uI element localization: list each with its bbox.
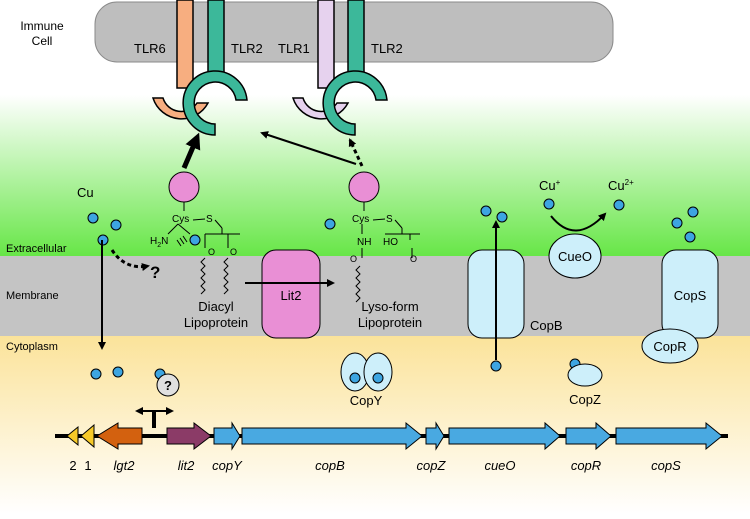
gene-lit2	[166, 421, 212, 451]
tlr2-left-label: TLR2	[231, 41, 263, 56]
gene-copS	[615, 421, 723, 451]
cueo-label: CueO	[558, 249, 592, 264]
gene-lgt2	[96, 422, 143, 450]
cu-ion	[490, 360, 502, 372]
copper-ions	[87, 198, 699, 380]
gene-copR-label: copR	[571, 458, 601, 473]
lit2-label: Lit2	[281, 288, 302, 303]
copr-protein	[641, 328, 699, 364]
cu-ion	[496, 211, 508, 223]
copr-label: CopR	[653, 339, 686, 354]
gene-2-label: 2	[69, 458, 76, 473]
gene-copY-label: copY	[212, 458, 243, 473]
tlr6-label: TLR6	[134, 41, 166, 56]
diacyl-s: S	[206, 214, 213, 225]
gene-cueO	[448, 421, 561, 451]
cu-ion	[87, 212, 99, 224]
unknown-protein	[156, 373, 180, 397]
gene-lit2-label: lit2	[178, 458, 195, 473]
copb-label: CopB	[530, 318, 563, 333]
gene-copR	[565, 421, 612, 451]
cu-ion	[613, 199, 625, 211]
cu-ion	[189, 234, 201, 246]
cu-ion	[112, 366, 124, 378]
cu-plus-label: Cu+	[539, 178, 561, 193]
diacyl-label-1: Diacyl	[198, 299, 234, 314]
cueo-oxidation-arrow	[550, 212, 607, 232]
tlr2-right-label: TLR2	[371, 41, 403, 56]
lyso-nh: NH	[357, 237, 371, 248]
tlr2-right-receptor	[322, 0, 388, 136]
lyso-form-lipoprotein: Cys S NH HO O O	[348, 171, 420, 303]
lyso-o2: O	[410, 254, 417, 264]
diacyl-o1: O	[208, 247, 215, 257]
unknown-protein-mark: ?	[164, 378, 172, 393]
cu-ion	[671, 217, 683, 229]
cueo-protein	[548, 233, 602, 279]
diacyl-o2: O	[230, 247, 237, 257]
cu-ion	[684, 231, 696, 243]
tlr2-left-receptor	[182, 0, 248, 136]
diacyl-h2n: H2N	[150, 236, 168, 249]
lyso-o1: O	[350, 254, 357, 264]
lyso-label-2: Lipoprotein	[358, 315, 422, 330]
cu-ion	[480, 205, 492, 217]
diacyl-label-2: Lipoprotein	[184, 315, 248, 330]
gene-copS-label: copS	[651, 458, 681, 473]
lit2-protein	[261, 249, 321, 339]
gene-cueO-label: cueO	[484, 458, 515, 473]
copz-protein	[567, 363, 603, 387]
membrane-label: Membrane	[6, 290, 59, 302]
gene-copZ-label: copZ	[417, 458, 447, 473]
tlr1-label: TLR1	[278, 41, 310, 56]
lyso-to-tlr2-6-arrow	[260, 131, 357, 165]
gene-1-label: 1	[84, 458, 91, 473]
lyso-cys: Cys	[352, 214, 369, 225]
cu-2plus-label: Cu2+	[608, 178, 634, 193]
gene-copB-label: copB	[315, 458, 345, 473]
lgt2-promoter	[135, 407, 154, 428]
gene-copB	[241, 421, 423, 451]
diacyl-to-tlr2-6-arrow	[181, 132, 201, 169]
cytoplasm-label: Cytoplasm	[6, 341, 58, 353]
copz-label: CopZ	[569, 392, 601, 407]
copy-label: CopY	[350, 393, 383, 408]
gene-copZ	[425, 421, 445, 451]
immune-cell-label-2: Cell	[32, 34, 53, 48]
cu-ion	[110, 219, 122, 231]
cu-ion	[90, 368, 102, 380]
membrane-region	[0, 256, 750, 336]
lyso-label-1: Lyso-form	[361, 299, 418, 314]
extracellular-region	[0, 95, 750, 257]
cu-label: Cu	[77, 185, 94, 200]
cu-ion	[543, 198, 555, 210]
gene-1	[80, 423, 95, 449]
lyso-s: S	[386, 214, 393, 225]
cu-ion	[324, 218, 336, 230]
gene-copY	[213, 421, 241, 451]
cu-ion	[687, 206, 699, 218]
diacyl-lipoprotein: Cys S H2N O O	[150, 171, 240, 295]
immune-cell-label-1: Immune	[20, 19, 64, 33]
gene-lgt2-label: lgt2	[114, 458, 136, 473]
cu-unknown-path-arrow	[110, 249, 150, 271]
extracellular-label: Extracellular	[6, 243, 67, 255]
diacyl-cys: Cys	[172, 214, 189, 225]
gene-2	[66, 425, 79, 447]
unknown-transporter-mark: ?	[150, 263, 160, 282]
lyso-to-tlr2-1-arrow	[348, 138, 364, 167]
lyso-ho: HO	[383, 237, 398, 248]
lit2-promoter	[154, 407, 174, 428]
cops-label: CopS	[674, 288, 707, 303]
copy-protein	[340, 352, 393, 392]
